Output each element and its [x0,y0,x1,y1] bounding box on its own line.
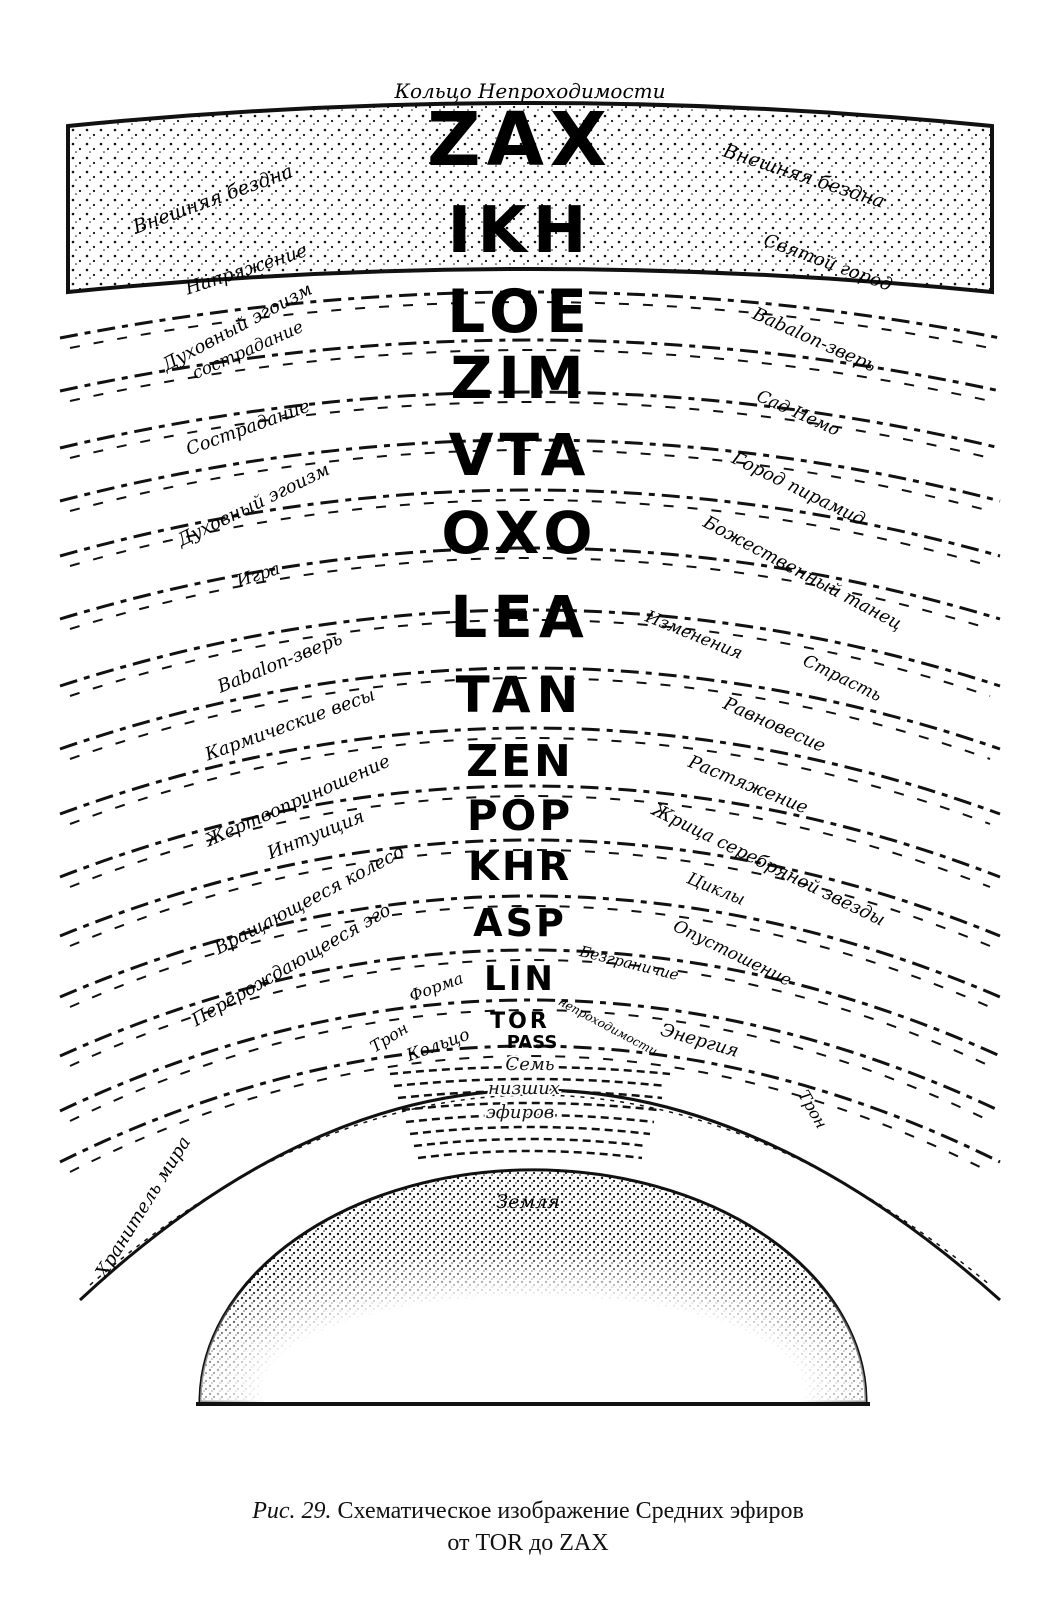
lower-aethyr-dash [413,1137,647,1148]
pass-label: PASS [507,1032,558,1053]
aethyr-name: OXO [441,499,598,567]
outer-abyss-box [66,101,994,295]
aethyr-name: KHR [468,844,572,890]
side-label: Кармические весы [201,684,378,765]
band-arc [59,894,1001,999]
lower-aethyrs-word: низших [488,1078,560,1099]
band-arc-hatch [69,1009,991,1122]
band-arc [59,338,1001,393]
band-arc [59,948,1001,1058]
side-label: Безграничие [577,942,681,984]
aethyr-name: LOE [447,277,593,347]
lower-aethyr-dash [405,1113,655,1124]
aethyr-name: ASP [473,901,567,945]
aethyr-name: LEA [450,583,589,651]
band-arc [59,998,1001,1113]
band-arc [59,438,1001,503]
side-label: Форма [407,968,466,1005]
band-arc-hatch [69,1055,991,1173]
figure-caption-line-2: от TOR до ZAX [447,1530,609,1556]
band-arc-hatch [69,619,991,697]
aethyr-name: TOR [490,1009,550,1034]
band-arc [59,390,1001,450]
band-arc [59,784,1001,879]
lower-aethyrs-word: эфиров [486,1102,555,1123]
side-label: Изменения [641,606,745,663]
figure-caption-line-1: Рис. 29. Схематическое изображение Средн… [0,1498,1056,1525]
lower-aethyr-dash [417,1149,643,1160]
aethyr-name: ZEN [466,736,574,787]
side-label: Циклы [683,868,748,910]
side-label: Игра [233,559,282,592]
figure-number: Рис. 29. [252,1498,332,1524]
side-label: Жрица серебряной звезды [647,799,889,931]
band-arc-hatch [69,449,991,512]
lower-aethyr-dash [401,1101,659,1112]
aethyr-name: TAN [456,666,585,724]
aethyr-name: VTA [449,421,592,489]
band-arc [59,488,1001,558]
band-arc [59,726,1001,816]
caption-text-1: Схематическое изображение Средних эфиров [337,1498,804,1524]
lower-aethyr-dash [409,1125,651,1136]
band-arc [59,546,1001,621]
side-label: Город пирамид [727,447,868,530]
band-arc-hatch [69,301,991,349]
band-arc-hatch [69,737,991,825]
band-arc [59,838,1001,938]
aethyr-name: ZIM [450,344,589,412]
band-arc-hatch [69,401,991,459]
side-label: непроходимости [556,994,660,1058]
earth [196,1168,870,1406]
band-arc [59,1044,1001,1164]
lower-aethyrs-word: Семь [505,1054,554,1075]
side-label: Энергия [658,1020,741,1062]
aethyr-band-arcs [59,290,1001,1173]
lower-aethyrs-arc-inner [89,1094,991,1286]
band-arc-hatch [69,349,991,402]
band-arc-hatch [69,959,991,1067]
aethyr-name: LIN [484,959,556,999]
band-arc [59,666,1001,751]
side-label: Хранитель мира [90,1133,195,1283]
lower-aethyr-dash [393,1077,667,1088]
side-label: Равновесие [719,693,828,757]
band-arc-hatch [69,499,991,567]
ring-of-impassability-label: Кольцо Непроходимости [393,79,665,103]
band-arc [59,608,1001,688]
band-arc-hatch [69,557,991,630]
band-arc-hatch [69,677,991,760]
side-label: Babalon-зверь [214,628,346,698]
lower-aethyrs-dashes [389,1065,671,1160]
seven-lower-aethyrs-label: Семь низших эфиров [484,1052,562,1125]
band-arc-hatch [69,795,991,888]
side-label: Божественный танец [699,511,906,634]
aethyr-name: IKH [448,194,593,268]
side-label: Растяжение [684,751,811,818]
earth-label: Земля [496,1191,560,1213]
side-label: Сострадание [183,396,313,460]
lower-aethyr-dash [397,1089,663,1100]
aethyr-name: POP [467,791,573,840]
band-arc [59,290,1001,340]
aethyr-name: ZAX [427,97,613,183]
